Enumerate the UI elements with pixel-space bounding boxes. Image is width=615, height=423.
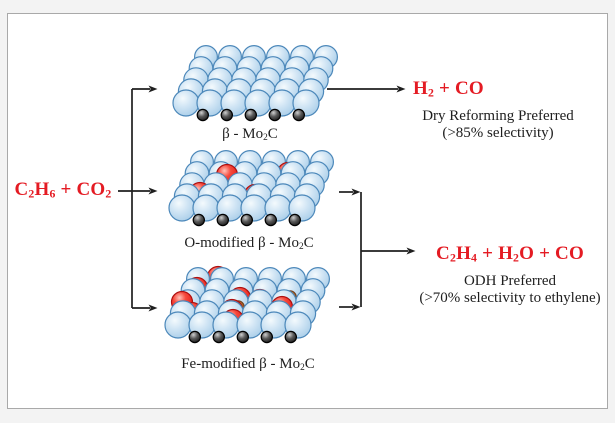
carbide-atom xyxy=(196,108,209,122)
reactant-formula: C2H6 + CO2 xyxy=(14,179,112,201)
carbide-atom xyxy=(236,330,249,344)
note-odh-selectivity: (>70% selectivity to ethylene) xyxy=(419,289,601,306)
carbide-atom xyxy=(220,108,233,122)
carbide-atom xyxy=(292,108,305,122)
note-dry-reforming-selectivity: (>85% selectivity) xyxy=(442,124,554,141)
products-odh: C2H4 + H2O + CO xyxy=(436,243,584,265)
surface-fe-modified-beta-mo2c xyxy=(164,265,331,344)
carbide-atom xyxy=(216,213,229,227)
carbide-atom xyxy=(288,213,301,227)
carbide-atom xyxy=(244,108,257,122)
outcome-dry-reforming: H2 + CO Dry Reforming Preferred (>85% se… xyxy=(398,78,598,142)
surface-label-beta-mo2c: β - Mo2C xyxy=(222,126,278,144)
carbide-atom xyxy=(240,213,253,227)
surface-beta-mo2c xyxy=(172,44,339,122)
surface-o-modified-beta-mo2c xyxy=(168,150,335,227)
carbide-atom xyxy=(260,330,273,344)
carbide-atom xyxy=(268,108,281,122)
surface-label-fe-modified: Fe-modified β - Mo2C xyxy=(181,356,315,374)
carbide-atom xyxy=(192,213,205,227)
carbide-atom xyxy=(284,330,297,344)
note-odh-preferred: ODH Preferred xyxy=(463,272,557,289)
carbide-atom xyxy=(188,330,201,344)
surface-label-o-modified: O-modified β - Mo2C xyxy=(184,235,314,253)
carbide-atom xyxy=(212,330,225,344)
note-dry-reforming-preferred: Dry Reforming Preferred xyxy=(422,107,574,124)
carbide-atom xyxy=(264,213,277,227)
outcome-odh: C2H4 + H2O + CO ODH Preferred (>70% sele… xyxy=(410,243,610,307)
products-dry-reforming: H2 + CO xyxy=(413,78,484,100)
